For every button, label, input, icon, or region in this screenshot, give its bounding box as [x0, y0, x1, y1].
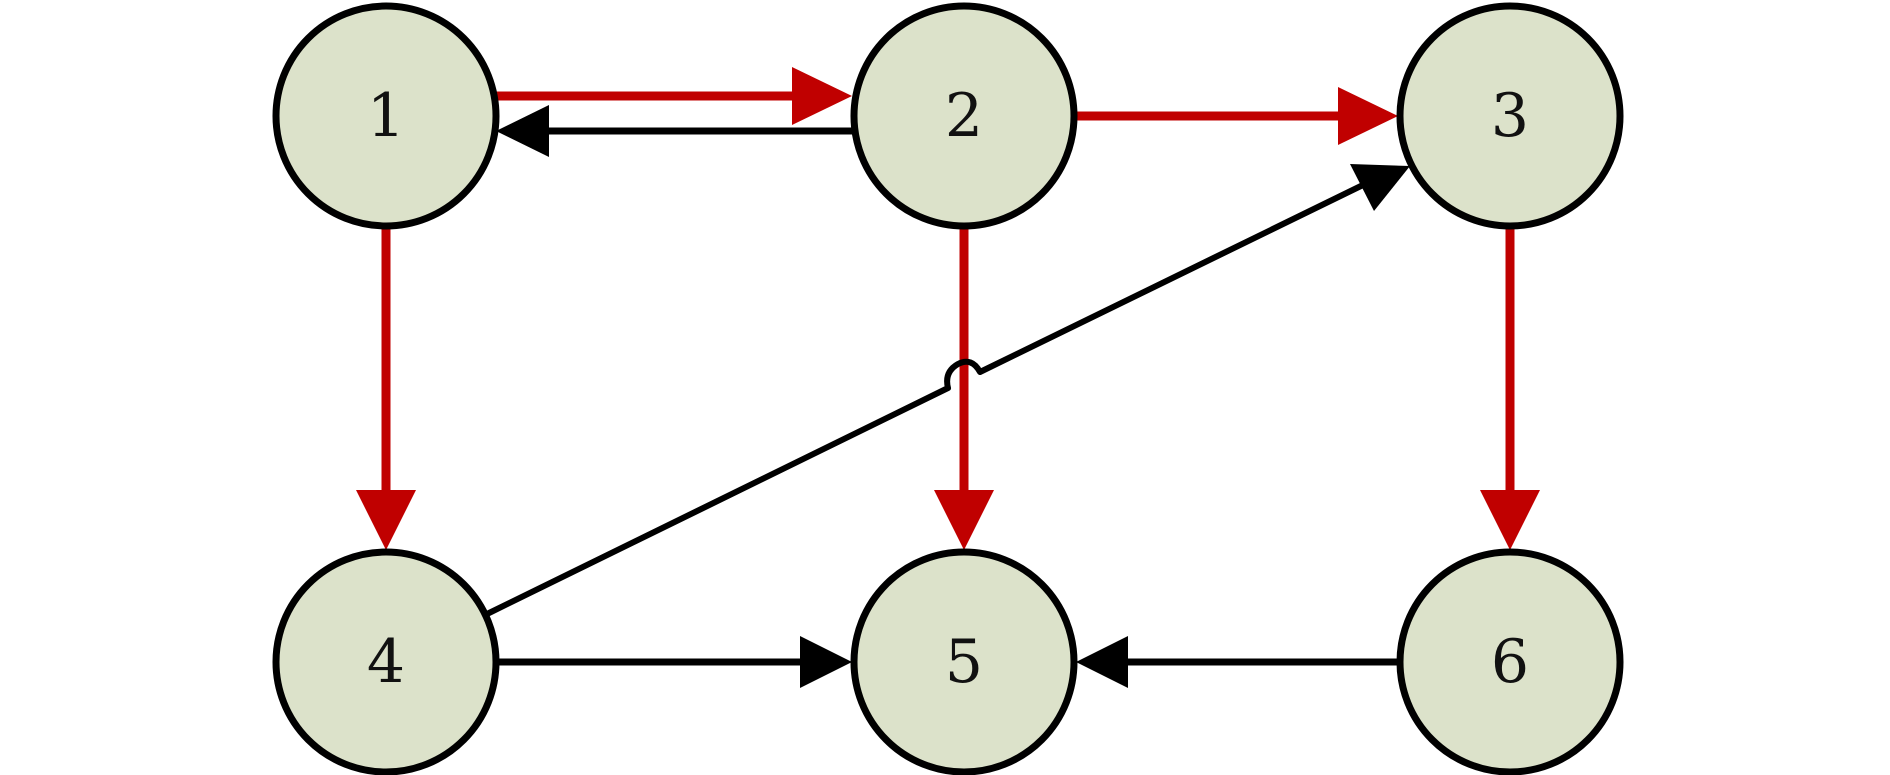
- edge-1-to-2-arrowhead: [792, 67, 852, 125]
- node-4-circle: [272, 548, 500, 775]
- edge-1-to-4: [356, 224, 416, 550]
- node-6-label: 6: [1491, 627, 1529, 697]
- node-2-label: 2: [945, 81, 983, 151]
- node-5-circle: [850, 548, 1078, 775]
- node-1-circle: [272, 2, 500, 230]
- node-2: 2: [850, 2, 1078, 230]
- edge-2-to-5: [934, 224, 994, 550]
- edge-4-to-3-line: [485, 181, 1367, 617]
- node-5-label: 5: [945, 627, 983, 697]
- node-2-circle: [850, 2, 1078, 230]
- edge-6-to-5-arrowhead: [1076, 636, 1128, 688]
- edge-3-to-6-arrowhead: [1480, 490, 1540, 550]
- edge-2-to-3: [1070, 87, 1398, 145]
- edge-2-to-1: [496, 105, 852, 157]
- nodes: 1 2 3 4 5 6: [272, 2, 1624, 775]
- node-4: 4: [272, 548, 500, 775]
- edge-1-to-4-arrowhead: [356, 490, 416, 550]
- edge-2-to-5-arrowhead: [934, 490, 994, 550]
- edge-4-to-3-arrowhead: [1350, 164, 1410, 211]
- edge-6-to-5: [1076, 636, 1398, 688]
- edge-3-to-6: [1480, 224, 1540, 550]
- edge-2-to-3-arrowhead: [1338, 87, 1398, 145]
- node-3-circle: [1396, 2, 1624, 230]
- edge-4-to-5: [496, 636, 852, 688]
- node-1-label: 1: [367, 81, 405, 151]
- node-3: 3: [1396, 2, 1624, 230]
- edge-4-to-5-arrowhead: [800, 636, 852, 688]
- node-1: 1: [272, 2, 500, 230]
- edge-4-to-3: [485, 164, 1410, 617]
- edge-2-to-1-arrowhead: [496, 105, 549, 157]
- node-5: 5: [850, 548, 1078, 775]
- node-3-label: 3: [1491, 81, 1529, 151]
- edge-1-to-2: [494, 67, 852, 125]
- node-6: 6: [1396, 548, 1624, 775]
- node-4-label: 4: [367, 627, 405, 697]
- node-6-circle: [1396, 548, 1624, 775]
- edges: [356, 67, 1540, 688]
